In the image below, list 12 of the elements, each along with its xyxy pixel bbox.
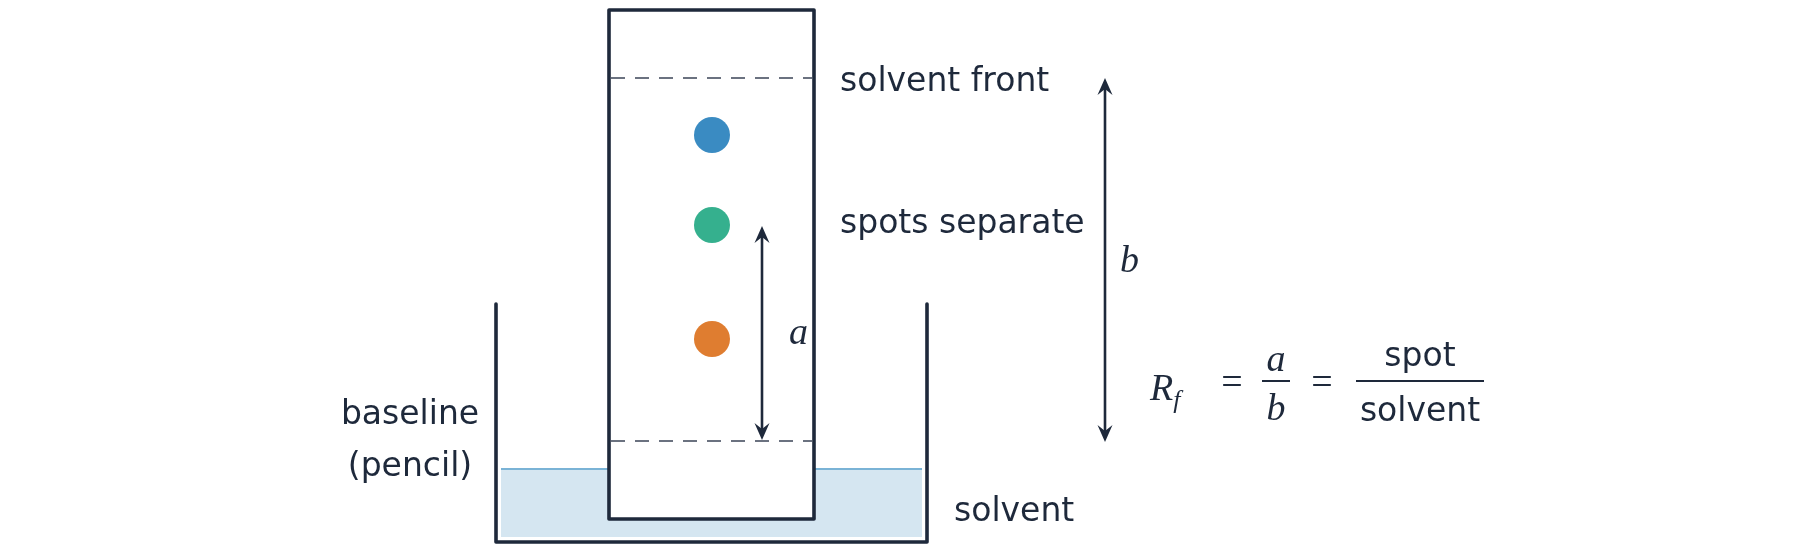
solvent-front-label: solvent front: [840, 60, 1050, 100]
fraction-denominator: solvent: [1359, 390, 1481, 430]
equals-sign: =: [1221, 362, 1243, 400]
equals-sign: =: [1311, 362, 1333, 400]
dimension-label: a: [789, 312, 808, 350]
spots-label: spots separate: [840, 202, 1085, 242]
fraction-numerator: a: [1266, 339, 1286, 377]
dimension-label: b: [1120, 240, 1139, 278]
fraction-numerator: spot: [1384, 335, 1456, 375]
solvent-label: solvent: [954, 490, 1075, 530]
baseline-label: baseline (pencil): [339, 392, 481, 486]
fraction-denominator: b: [1266, 388, 1286, 426]
